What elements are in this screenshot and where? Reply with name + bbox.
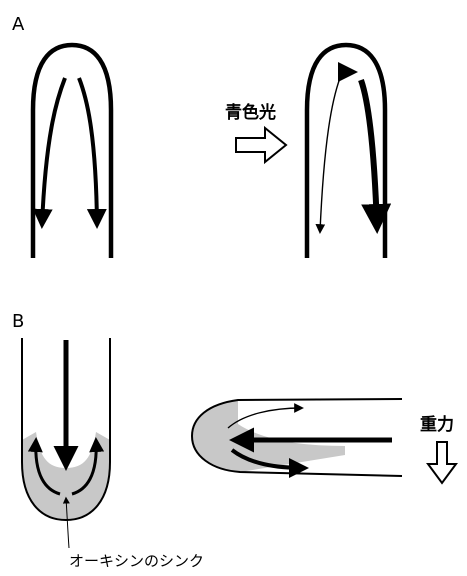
panel-b-label: B: [12, 311, 24, 332]
panel-a-label: A: [12, 14, 25, 35]
auxin-flow-arrow-right: [79, 78, 97, 225]
blue-light-arrow: [236, 128, 286, 162]
panel-a-shoot-uniform: [33, 45, 111, 258]
blue-light-label: 青色光: [225, 102, 276, 123]
panel-b-root-horizontal: [192, 399, 402, 476]
panel-a-shoot-lateral: [307, 45, 385, 258]
panel-b-root-vertical: [22, 338, 110, 520]
gravity-label: 重力: [420, 414, 454, 435]
auxin-flow-arrow-left: [42, 78, 65, 225]
auxin-flow-arrow-lit-side: [361, 80, 377, 228]
gravity-arrow: [428, 442, 456, 483]
shoot-outline: [33, 45, 111, 258]
auxin-flow-arrow-shaded-side: [320, 78, 340, 232]
auxin-sink-label: オーキシンのシンク: [69, 552, 204, 570]
